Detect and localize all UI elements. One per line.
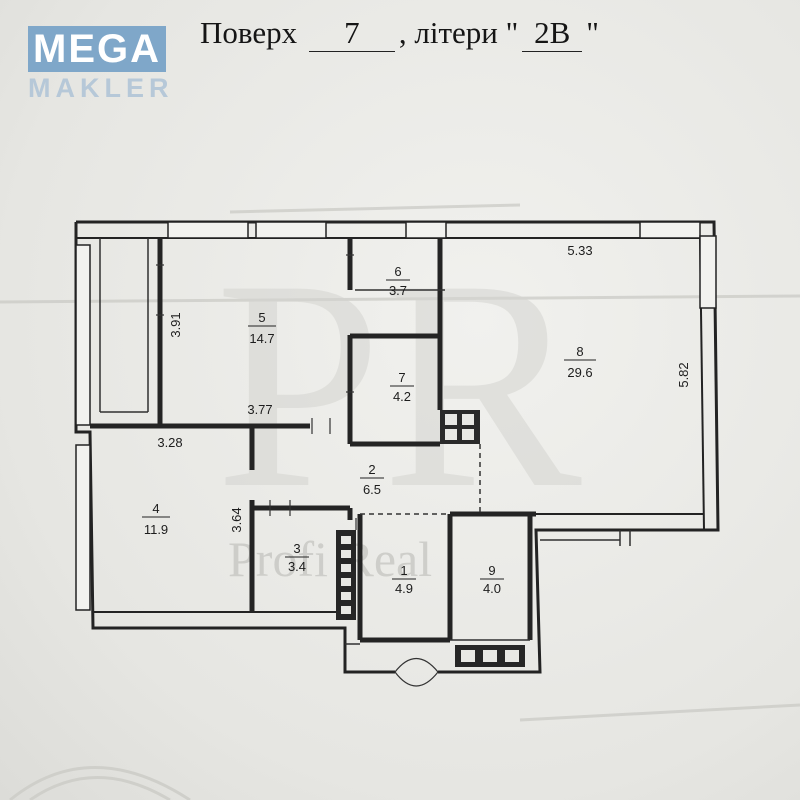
room-label-9: 9 4.0 — [480, 563, 504, 596]
room-area: 6.5 — [363, 482, 381, 497]
room-area: 4.0 — [483, 581, 501, 596]
room-label-2: 2 6.5 — [360, 462, 384, 497]
windows — [75, 221, 717, 611]
letters-close-quote: " — [586, 15, 599, 50]
bathroom-fixture — [455, 645, 525, 667]
room-number: 2 — [368, 462, 375, 477]
door-marks — [156, 254, 439, 687]
megamakler-logo: MEGA MAKLER — [28, 26, 170, 102]
background-print — [0, 203, 800, 722]
room-number: 7 — [398, 370, 405, 385]
room-number: 4 — [152, 501, 159, 516]
dimension-room5-width: 3.77 — [247, 402, 272, 417]
room-number: 3 — [293, 541, 300, 556]
dimension-room4-height: 3.64 — [229, 507, 244, 532]
faint-stamp — [9, 766, 191, 800]
dimension-right: 5.82 — [676, 362, 691, 387]
room-number: 1 — [400, 563, 407, 578]
zone-boundaries — [360, 444, 481, 515]
room-area: 14.7 — [249, 331, 274, 346]
watermark-text: Profi Real — [228, 531, 432, 587]
room-number: 8 — [576, 344, 583, 359]
room-label-1: 1 4.9 — [392, 563, 416, 596]
room-area: 11.9 — [144, 522, 168, 537]
room-label-3: 3 3.4 — [285, 541, 309, 574]
letters-value: 2В — [522, 15, 583, 52]
interior-walls — [90, 238, 536, 643]
stove-symbol — [440, 410, 480, 444]
room-number: 5 — [258, 310, 265, 325]
room-area: 3.4 — [288, 559, 306, 574]
profi-real-watermark: PR Profi Real — [215, 218, 583, 587]
letters-label: , літери — [398, 15, 498, 50]
room-label-4: 4 11.9 — [142, 501, 170, 537]
room-label-6: 6 3.7 — [386, 264, 410, 298]
room-area: 4.9 — [395, 581, 413, 596]
room-label-7: 7 4.2 — [390, 370, 414, 404]
dimension-room5-height: 3.91 — [168, 312, 183, 337]
room-number: 9 — [488, 563, 495, 578]
letters-open-quote: " — [505, 15, 519, 50]
floor-value: 7 — [308, 15, 395, 52]
floor-label: Поверх — [200, 15, 298, 50]
logo-mega-text: MEGA — [28, 26, 166, 72]
room-area: 4.2 — [393, 389, 411, 404]
room-number: 6 — [394, 264, 401, 279]
logo-makler-text: MAKLER — [28, 73, 174, 103]
partition-lines — [99, 238, 631, 645]
dimension-labels: 5.33 5.82 3.91 3.77 3.28 3.64 — [157, 243, 691, 533]
room-labels: 1 4.9 2 6.5 3 3.4 4 11.9 5 14.7 6 3.7 — [142, 264, 596, 596]
dimension-room4-width: 3.28 — [157, 435, 182, 450]
plan-header: Поверх 7, літери "2В" — [200, 8, 599, 58]
room-area: 29.6 — [567, 365, 592, 380]
watermark-monogram: PR — [215, 218, 583, 550]
room-label-5: 5 14.7 — [248, 310, 276, 346]
utility-shaft — [336, 530, 356, 620]
room-area: 3.7 — [389, 283, 407, 298]
room-label-8: 8 29.6 — [564, 344, 596, 380]
dimension-top-right: 5.33 — [567, 243, 592, 258]
